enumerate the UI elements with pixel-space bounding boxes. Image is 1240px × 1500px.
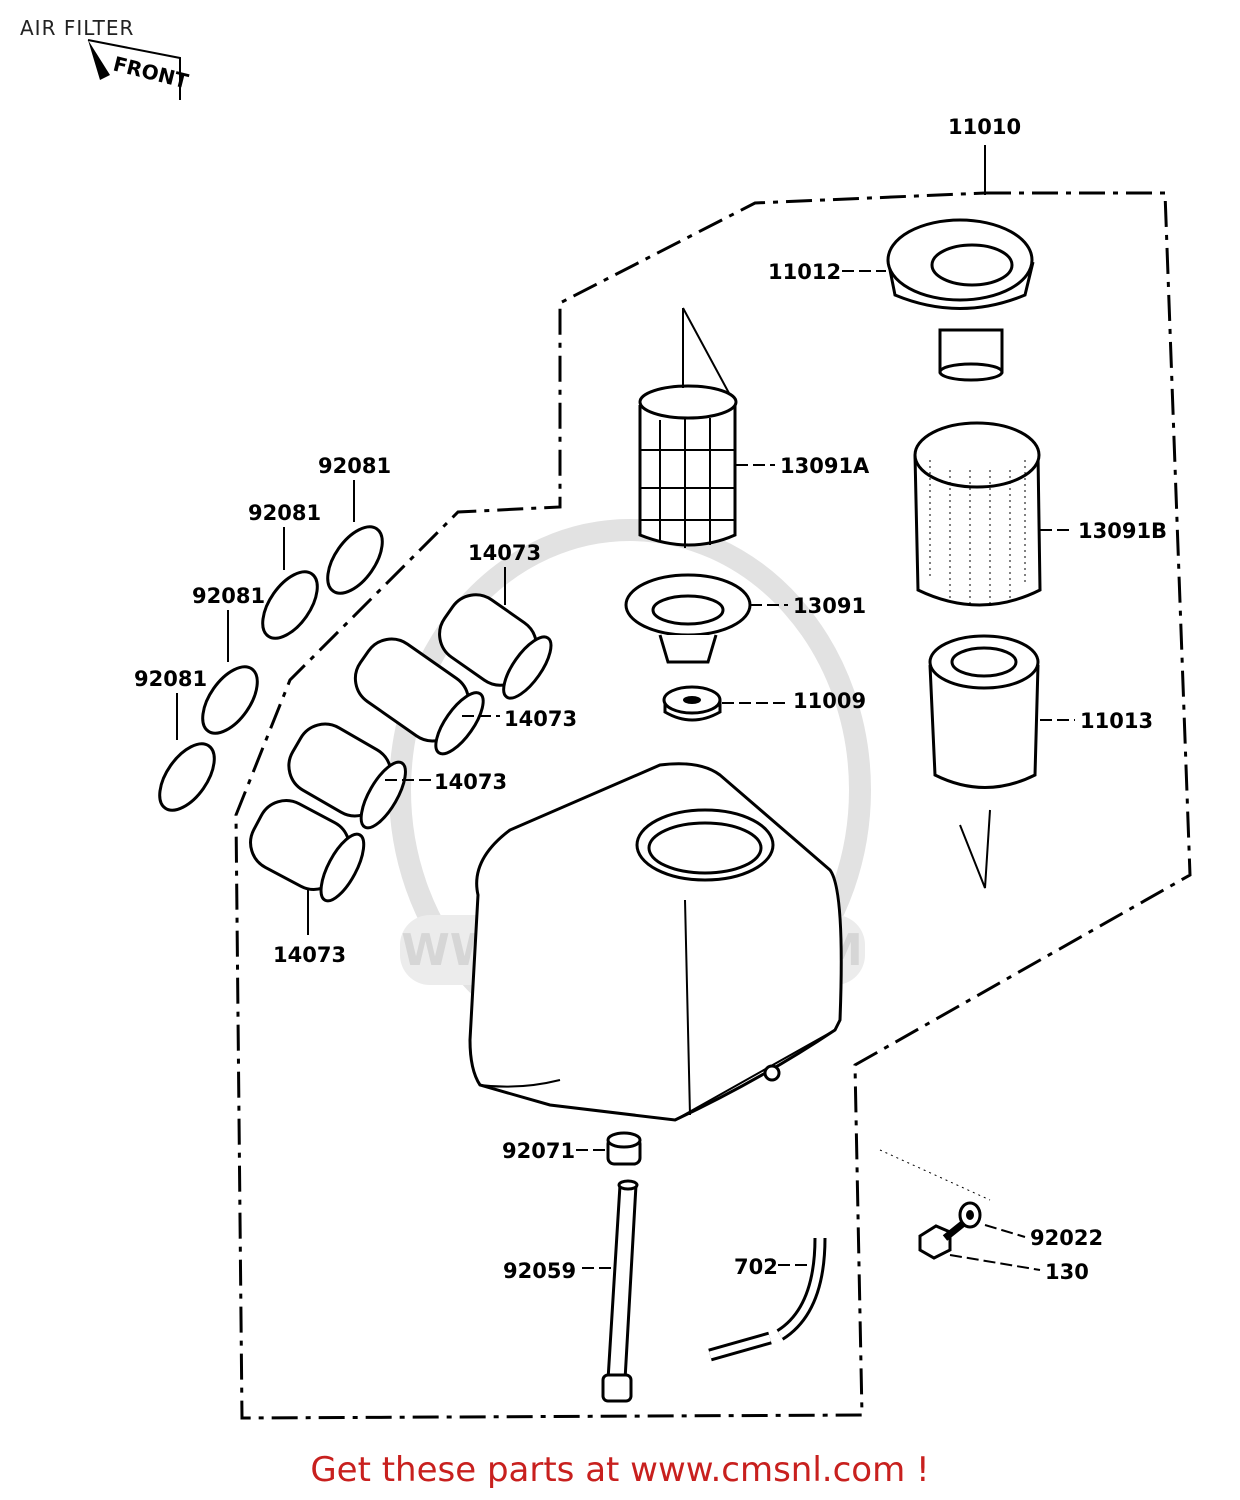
part-92071-icon bbox=[606, 1131, 642, 1166]
label-13091B: 13091B bbox=[1078, 519, 1167, 543]
label-92081-d: 92081 bbox=[134, 667, 207, 691]
air-box-icon bbox=[468, 762, 843, 1122]
footer-link-text[interactable]: Get these parts at www.cmsnl.com ! bbox=[310, 1450, 930, 1490]
label-11013: 11013 bbox=[1080, 709, 1153, 733]
label-702: 702 bbox=[734, 1255, 778, 1279]
part-702-tube-icon bbox=[708, 1237, 827, 1362]
page-title: AIR FILTER bbox=[20, 16, 135, 40]
label-11010: 11010 bbox=[948, 115, 1021, 139]
front-arrow-icon: FRONT bbox=[87, 39, 191, 100]
label-13091: 13091 bbox=[793, 594, 866, 618]
label-92059: 92059 bbox=[503, 1259, 576, 1283]
assembly-outline bbox=[234, 191, 1192, 1420]
label-92022: 92022 bbox=[1030, 1226, 1103, 1250]
part-92059-hose-icon bbox=[601, 1179, 639, 1403]
part-11012-icon bbox=[886, 218, 1035, 382]
part-13091A-icon bbox=[638, 384, 738, 548]
label-11012: 11012 bbox=[768, 260, 841, 284]
part-92081-rings-icon bbox=[158, 525, 384, 812]
part-130-bolt-icon bbox=[918, 1219, 968, 1260]
label-14073-b: 14073 bbox=[504, 707, 577, 731]
part-13091B-icon bbox=[913, 421, 1042, 607]
label-92081-a: 92081 bbox=[318, 454, 391, 478]
label-13091A: 13091A bbox=[780, 454, 870, 478]
part-11009-icon bbox=[662, 685, 722, 722]
label-92081-b: 92081 bbox=[248, 501, 321, 525]
label-14073-c: 14073 bbox=[434, 770, 507, 794]
label-11009: 11009 bbox=[793, 689, 866, 713]
part-14073-ducts-icon bbox=[249, 593, 553, 903]
part-13091-icon bbox=[624, 573, 752, 664]
part-92022-washer-icon bbox=[958, 1201, 982, 1229]
label-92071: 92071 bbox=[502, 1139, 575, 1163]
label-92081-c: 92081 bbox=[192, 584, 265, 608]
label-14073-d: 14073 bbox=[273, 943, 346, 967]
label-14073-a: 14073 bbox=[468, 541, 541, 565]
label-130: 130 bbox=[1045, 1260, 1089, 1284]
part-11013-icon bbox=[928, 634, 1040, 789]
